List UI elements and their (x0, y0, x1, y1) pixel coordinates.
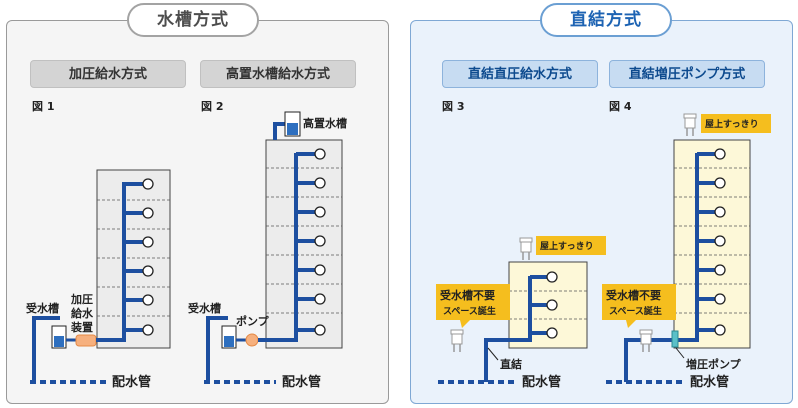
fig3-no-tank-label-1: 受水槽不要 (440, 288, 495, 302)
fig4-supply-pipe (624, 153, 699, 382)
figure-4-label: 図 4 (609, 100, 632, 113)
fig1-pressure-unit-label-3: 装置 (70, 320, 93, 334)
fig4-no-tank-callout (602, 284, 676, 320)
fig4-booster-pump-label: 増圧ポンプ (686, 357, 742, 371)
fig4-no-tank-label-1: 受水槽不要 (606, 288, 661, 302)
fig1-supply-pipe (32, 316, 60, 382)
fig3-no-tank-label-2: スペース誕生 (443, 305, 496, 317)
fig2-diagram: 受水槽 ポンプ 高置水槽 配水管 (188, 111, 347, 390)
fig3-main-pipe-label: 配水管 (522, 374, 561, 390)
fig4-booster-pump (671, 330, 679, 348)
fig3-rooftop-callout (536, 236, 606, 255)
fig1-pressure-unit-label-1: 加圧 (70, 292, 93, 306)
fig1-receiving-tank-label: 受水槽 (26, 301, 59, 315)
method-direct-pressure-supply: 直結直圧給水方式 (442, 60, 598, 88)
fig1-main-pipe-label: 配水管 (112, 374, 151, 390)
figure-2-label: 図 2 (201, 100, 224, 113)
fig3-no-tank-callout (436, 284, 510, 320)
fig1-pressure-unit-label-2: 給水 (71, 306, 94, 320)
fig4-rooftop-callout (701, 114, 771, 133)
fig4-building (673, 139, 751, 349)
method-direct-booster-pump: 直結増圧ポンプ方式 (609, 60, 765, 88)
fig3-direct-pipe (484, 276, 532, 382)
fig2-building (265, 139, 343, 349)
method-pressurized-supply: 加圧給水方式 (30, 60, 186, 88)
fig1-building (96, 169, 171, 349)
direct-system-title: 直結方式 (540, 3, 672, 37)
figure-1-label: 図 1 (32, 100, 55, 113)
fig2-elevated-tank-label: 高置水槽 (303, 116, 347, 130)
fig2-main-pipe-label: 配水管 (282, 374, 321, 390)
method-elevated-tank-supply: 高置水槽給水方式 (200, 60, 356, 88)
fig3-direct-label: 直結 (500, 357, 522, 371)
fig4-no-tank-label-2: スペース誕生 (609, 305, 662, 317)
fig4-diagram: 増圧ポンプ 屋上すっきり 受水槽不要 スペース誕生 配水管 (602, 113, 771, 390)
fig4-rooftop-label: 屋上すっきり (705, 118, 759, 130)
fig1-diagram: 受水槽 加圧 給水 装置 配水管 (26, 169, 171, 390)
fig1-pressure-unit (75, 334, 97, 347)
fig3-diagram: 直結 屋上すっきり 受水槽不要 スペース誕生 配水管 (436, 236, 606, 390)
fig3-rooftop-label: 屋上すっきり (540, 240, 594, 252)
tank-system-title: 水槽方式 (127, 3, 259, 37)
fig2-pump-label: ポンプ (236, 314, 270, 328)
figure-3-label: 図 3 (442, 100, 465, 113)
fig2-receiving-tank-label: 受水槽 (188, 301, 221, 315)
fig2-pump (245, 333, 259, 347)
fig4-main-pipe-label: 配水管 (690, 374, 729, 390)
